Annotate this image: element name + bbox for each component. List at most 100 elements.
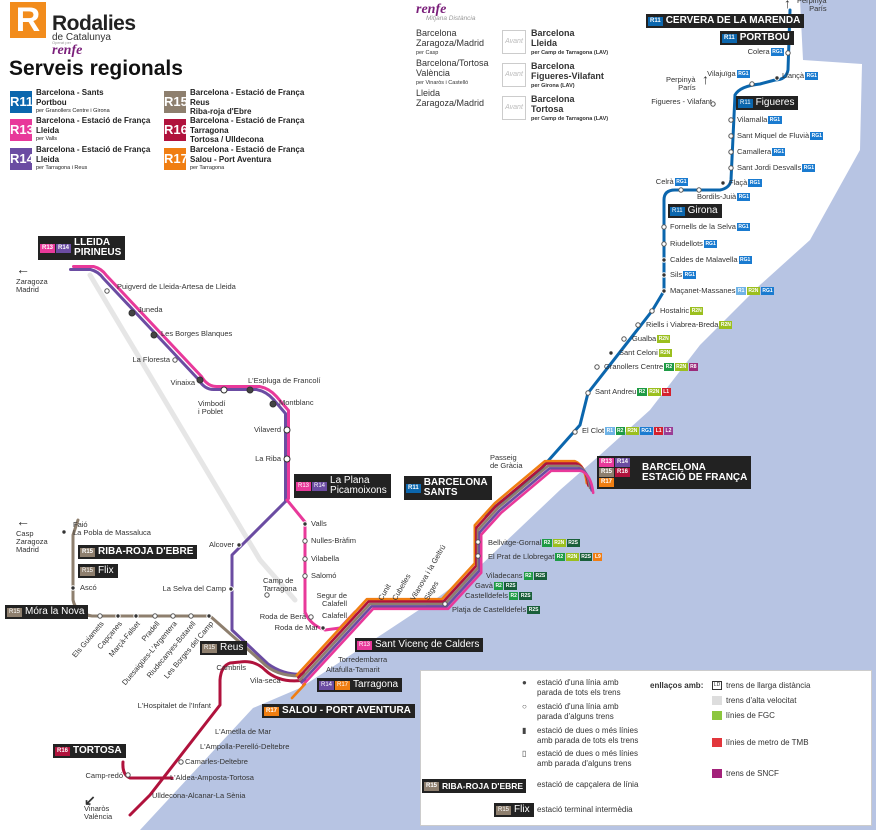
destination-arrow-icon: ← [16, 513, 30, 529]
badge-rg1: RG1 [703, 240, 718, 249]
station-name: Vilabella [311, 554, 340, 563]
station-label[interactable]: Figueres - Vilafant [651, 98, 712, 106]
station-label[interactable]: Altafulla-Tamarit [326, 666, 380, 674]
station-label[interactable]: Vilaverd [254, 426, 281, 434]
station-label[interactable]: La Floresta [132, 356, 170, 364]
station-name: Colera [747, 47, 770, 56]
avant-to: Tortosa [531, 104, 564, 114]
station-label[interactable]: L'Aldea-Amposta-Tortosa [170, 774, 254, 782]
station-label[interactable]: Passeig de Gràcia [490, 454, 523, 470]
station-label[interactable]: Salomó [311, 572, 336, 580]
station-label[interactable]: Montblanc [279, 399, 314, 407]
station-label[interactable]: Torredembarra [338, 656, 387, 664]
station-label[interactable]: L'Ametlla de Mar [215, 728, 271, 736]
station-label[interactable]: Roda de Mar [275, 624, 318, 632]
high-speed-line [87, 272, 298, 603]
station-label[interactable]: Segur de Calafell [317, 592, 347, 608]
station-label[interactable]: L'Ampolla-Perelló-Deltebre [200, 743, 289, 751]
station-label[interactable]: L'Hospitalet de l'Infant [138, 702, 211, 710]
station-label[interactable]: Camp-redó [85, 772, 123, 780]
line-code-r13: R13 [296, 481, 312, 491]
line-code-r11: R11 [738, 98, 753, 108]
station-label[interactable]: Puigverd de Lleida-Artesa de Lleida [117, 283, 236, 291]
station-marker [302, 538, 308, 544]
station-label[interactable]: Faió La Pobla de Massaluca [73, 521, 151, 537]
station-label[interactable]: L'Espluga de Francolí [248, 377, 320, 385]
station-label[interactable]: Camarles-Deltebre [185, 758, 248, 766]
station-label[interactable]: Vimbodí i Poblet [198, 400, 225, 416]
station-label[interactable]: Nulles-Bràfim [311, 537, 356, 545]
station-name: Vilaverd [254, 425, 281, 434]
station-name: Figueres - Vilafant [651, 97, 712, 106]
station-label[interactable]: Alcover [209, 541, 234, 549]
station-label[interactable]: La Riba [255, 455, 281, 463]
station-label[interactable]: Ulldecona-Alcanar-La Sènia [152, 792, 245, 800]
station-label[interactable]: La Selva del Camp [163, 585, 226, 593]
station-label[interactable]: Vilabella [311, 555, 339, 563]
destination-arrow-icon: ↙ [84, 792, 96, 808]
station-label[interactable]: Roda de Berà [260, 613, 306, 621]
station-marker [594, 364, 600, 370]
station-label[interactable]: Cambrils [216, 664, 246, 672]
station-label[interactable]: Calafell [322, 612, 347, 620]
station-label[interactable]: Vinaixa [171, 379, 195, 387]
line-code-r11: R11 [722, 33, 737, 43]
station-label[interactable]: Ascó [80, 584, 97, 592]
station-label[interactable]: Valls [311, 520, 327, 528]
station-label[interactable]: Vila-seca [250, 677, 281, 685]
station-label[interactable]: Les Borges Blanques [161, 330, 232, 338]
station-label[interactable]: Camp de Tarragona [263, 577, 297, 593]
avant-via: per Camp de Tarragona (LAV) [531, 50, 609, 56]
station-label[interactable]: Juneda [138, 306, 163, 314]
station-marker [635, 322, 641, 328]
